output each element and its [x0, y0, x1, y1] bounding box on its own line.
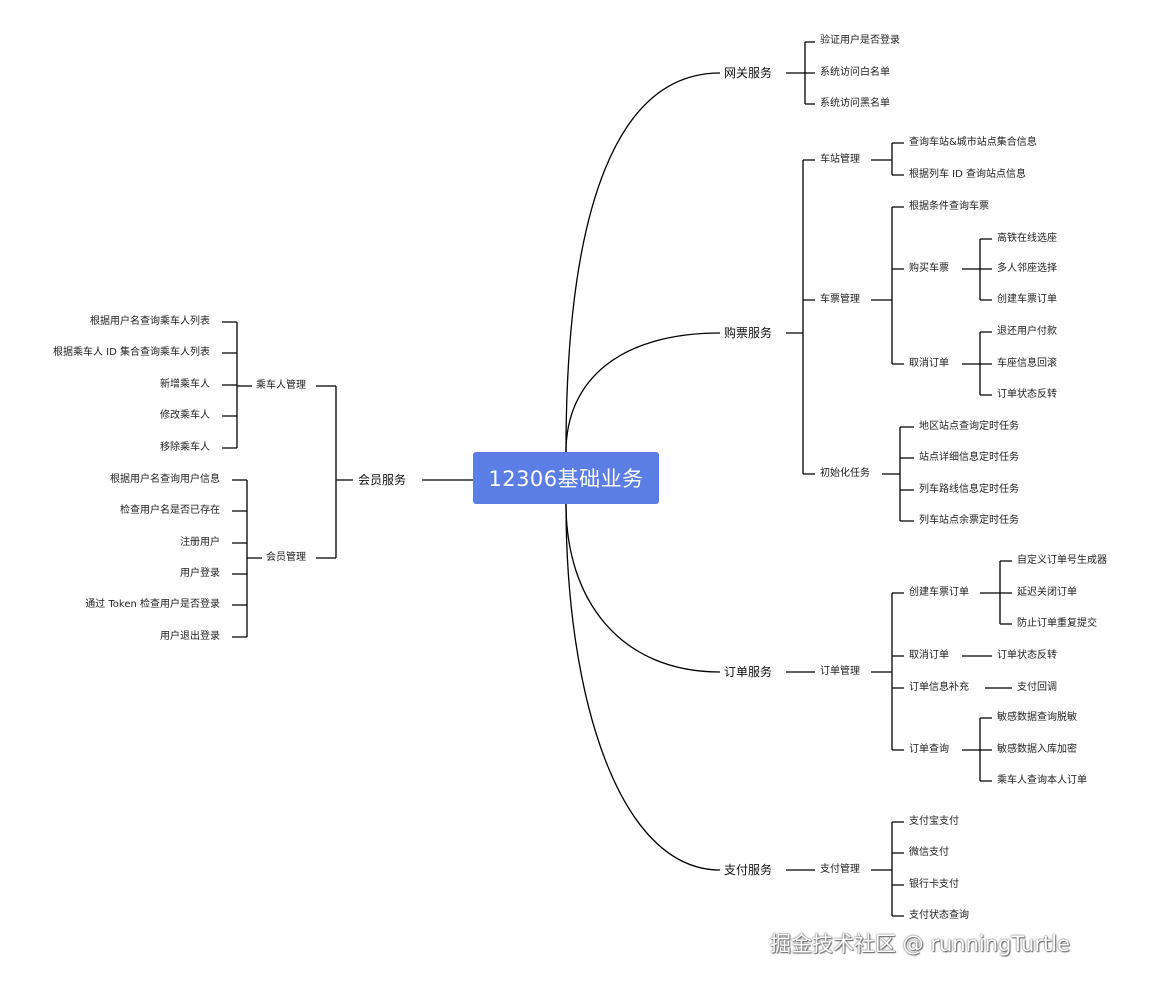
ticket-mgmt-node: 车票管理: [820, 294, 860, 305]
station-item: 根据列车 ID 查询站点信息: [909, 169, 1027, 180]
ticket-query-item: 根据条件查询车票: [909, 201, 989, 212]
init-item: 列车站点余票定时任务: [919, 515, 1019, 526]
ticket-service-node: 购票服务: [724, 326, 773, 340]
passenger-item: 根据用户名查询乘车人列表: [90, 316, 210, 327]
order-query-item: 敏感数据入库加密: [997, 744, 1077, 755]
passenger-item: 新增乘车人: [160, 379, 210, 390]
cancel-order-node: 取消订单: [909, 650, 949, 661]
order-query-item: 敏感数据查询脱敏: [997, 712, 1077, 723]
buy-item: 多人邻座选择: [997, 263, 1057, 274]
member-mgmt-item: 用户退出登录: [160, 631, 220, 642]
create-order-item: 自定义订单号生成器: [1017, 555, 1107, 566]
init-item: 站点详细信息定时任务: [919, 452, 1019, 463]
station-item: 查询车站&城市站点集合信息: [909, 137, 1037, 148]
cancel-item: 订单状态反转: [997, 389, 1057, 400]
root-node: 12306基础业务: [473, 452, 659, 504]
gateway-item: 系统访问黑名单: [820, 98, 890, 109]
member-service-node: 会员服务: [357, 473, 406, 487]
order-query-node: 订单查询: [909, 744, 949, 755]
member-mgmt-node: 会员管理: [266, 552, 306, 563]
buy-item: 高铁在线选座: [997, 233, 1057, 244]
payment-item: 银行卡支付: [909, 879, 959, 890]
payment-item: 支付状态查询: [909, 910, 969, 921]
payment-item: 支付宝支付: [909, 816, 959, 827]
member-mgmt-item: 根据用户名查询用户信息: [110, 474, 220, 485]
station-mgmt-node: 车站管理: [820, 154, 860, 165]
order-supplement-item: 支付回调: [1017, 682, 1057, 693]
init-item: 地区站点查询定时任务: [919, 421, 1019, 432]
cancel-order-item: 订单状态反转: [997, 650, 1057, 661]
payment-service-node: 支付服务: [724, 863, 773, 877]
gateway-service-node: 网关服务: [724, 66, 773, 80]
passenger-mgmt-node: 乘车人管理: [256, 380, 306, 391]
buy-ticket-node: 购买车票: [909, 263, 949, 274]
member-mgmt-item: 注册用户: [180, 537, 220, 548]
order-supplement-node: 订单信息补充: [909, 682, 969, 693]
member-mgmt-item: 用户登录: [180, 568, 220, 579]
member-mgmt-item: 检查用户名是否已存在: [120, 505, 220, 516]
order-mgmt-node: 订单管理: [820, 666, 860, 677]
watermark: 掘金技术社区 @ runningTurtle: [770, 932, 1070, 956]
payment-item: 微信支付: [909, 847, 949, 858]
order-query-item: 乘车人查询本人订单: [997, 775, 1087, 786]
order-service-node: 订单服务: [724, 665, 773, 679]
gateway-item: 验证用户是否登录: [820, 35, 900, 46]
create-order-item: 延迟关闭订单: [1017, 587, 1077, 598]
cancel-item: 退还用户付款: [997, 326, 1057, 337]
payment-mgmt-node: 支付管理: [820, 864, 860, 875]
init-task-node: 初始化任务: [820, 468, 870, 479]
gateway-item: 系统访问白名单: [820, 67, 890, 78]
member-mgmt-item: 通过 Token 检查用户是否登录: [85, 599, 220, 610]
passenger-item: 根据乘车人 ID 集合查询乘车人列表: [52, 347, 210, 358]
create-order-item: 防止订单重复提交: [1017, 618, 1097, 629]
passenger-item: 修改乘车人: [160, 410, 210, 421]
init-item: 列车路线信息定时任务: [919, 484, 1019, 495]
buy-item: 创建车票订单: [997, 294, 1057, 305]
create-order-node: 创建车票订单: [909, 587, 969, 598]
cancel-ticket-node: 取消订单: [909, 358, 949, 369]
cancel-item: 车座信息回滚: [997, 358, 1057, 369]
passenger-item: 移除乘车人: [160, 442, 210, 453]
